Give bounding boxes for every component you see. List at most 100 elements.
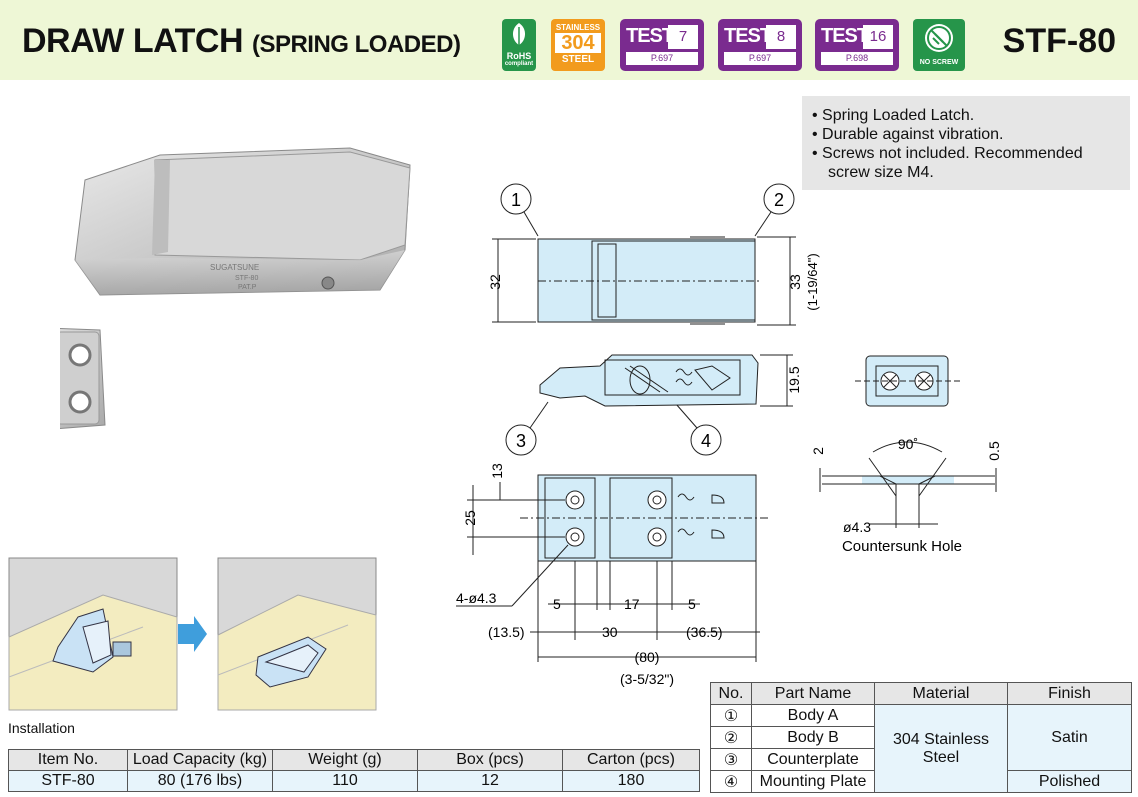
dim-25: 25 [462,485,565,555]
top-view [537,236,760,325]
part-name: Body A [751,704,875,727]
dim-13: 13 [489,463,505,500]
no-screw-icon [925,24,953,52]
svg-text:5: 5 [688,596,696,612]
feature-line: • Screws not included. Recommended [812,145,1083,162]
svg-text:17: 17 [624,596,640,612]
feature-line: • Spring Loaded Latch. [812,107,975,124]
dim-32: 32 [487,238,536,323]
feature-line: • Durable against vibration. [812,126,1004,143]
callout-2: 2 [754,183,795,237]
part-name: Body B [751,726,875,749]
no-screw-badge: NO SCREW [913,19,965,71]
part-number: ① [710,704,752,727]
parts-header: Material [874,682,1008,705]
table-row: STF-80 80 (176 lbs) 110 12 180 [8,770,700,792]
spec-header: Load Capacity (kg) [127,749,273,771]
title-sub: (SPRING LOADED) [251,31,461,58]
end-view [855,355,962,407]
latch-closed-illustration [255,636,327,688]
svg-text:2: 2 [774,190,784,210]
spec-cell: STF-80 [8,770,128,792]
spec-cell: 110 [272,770,418,792]
svg-text:13: 13 [489,463,505,479]
dim-row-2: (13.5) 30 (36.5) [488,561,760,662]
svg-text:25: 25 [462,510,478,526]
stamp-text: STF-80 [235,275,258,282]
latch-open-illustration [52,608,132,673]
spec-cell: 80 (176 lbs) [127,770,273,792]
svg-text:(36.5): (36.5) [686,624,723,640]
svg-text:3: 3 [516,431,526,451]
svg-text:(3-5/32"): (3-5/32") [620,671,674,687]
countersunk-detail: 90˚ ø4.3 Countersunk Hole 2 0.5 [810,436,1002,555]
svg-text:2: 2 [810,447,826,455]
spec-cell: 180 [562,770,700,792]
callout-3: 3 [505,401,549,456]
leaf-icon [512,23,526,45]
svg-text:Countersunk Hole: Countersunk Hole [842,538,962,555]
spec-table: Item No. Load Capacity (kg) Weight (g) B… [8,749,700,792]
svg-text:90˚: 90˚ [898,436,918,452]
dim-80: (80) (3-5/32") [538,649,756,687]
parts-header: Finish [1007,682,1132,705]
part-number: ④ [710,770,752,793]
table-row: ③ Counterplate [710,748,1132,771]
stamp-text: SUGATSUNE [210,263,259,272]
svg-text:4-ø4.3: 4-ø4.3 [456,590,497,606]
parts-header: No. [710,682,752,705]
bottom-view [520,474,770,562]
part-number: ② [710,726,752,749]
dim-19-5: 19.5 [760,354,802,407]
model-number: STF-80 [1002,22,1116,60]
counterplate-photo [60,328,106,429]
installation-images [8,557,377,711]
table-row: ④ Mounting Plate Polished [710,770,1132,793]
page-title: DRAW LATCH (SPRING LOADED) [22,22,461,61]
spec-header: Item No. [8,749,128,771]
svg-text:32: 32 [487,274,503,290]
title-main: DRAW LATCH [22,22,244,60]
feature-notes: • Spring Loaded Latch. • Durable against… [802,96,1130,190]
svg-text:1: 1 [511,190,521,210]
spec-header: Weight (g) [272,749,418,771]
dim-33: 33(1-19/64") [757,236,820,326]
callout-4: 4 [675,403,722,456]
arrow-right-icon [178,616,207,652]
product-photo: SUGATSUNE STF-80 PAT.P [60,147,411,429]
svg-text:5: 5 [553,596,561,612]
feature-line: screw size M4. [828,164,934,181]
part-name: Mounting Plate [751,770,875,793]
svg-text:(13.5): (13.5) [488,624,525,640]
parts-table: No. Part Name Material Finish ① Body A 3… [710,682,1132,793]
part-number: ③ [710,748,752,771]
part-finish: Polished [1007,770,1132,793]
part-name: Counterplate [751,748,875,771]
parts-header: Part Name [751,682,875,705]
technical-drawing: 1 2 3 4 32 33(1-19/64") 19.5 [456,183,1002,687]
dim-row-1: 5 17 5 [548,561,700,640]
svg-text:33: 33 [787,274,803,290]
svg-text:4: 4 [701,431,711,451]
svg-text:30: 30 [602,624,618,640]
part-finish: Satin [1007,704,1132,771]
stainless-steel-badge: STAINLESS 304 STEEL [551,19,605,71]
svg-text:19.5: 19.5 [786,366,802,393]
dim-hole: 4-ø4.3 [456,544,569,607]
installation-label: Installation [8,720,75,736]
stamp-text: PAT.P [238,284,257,291]
spec-header: Box (pcs) [417,749,563,771]
svg-text:(1-19/64"): (1-19/64") [805,253,820,310]
rohs-badge: RoHS compliant [502,19,536,71]
callout-1: 1 [500,183,539,237]
svg-text:(80): (80) [635,649,660,665]
spec-header: Carton (pcs) [562,749,700,771]
spec-cell: 12 [417,770,563,792]
svg-text:ø4.3: ø4.3 [843,519,871,535]
side-view [539,354,759,407]
